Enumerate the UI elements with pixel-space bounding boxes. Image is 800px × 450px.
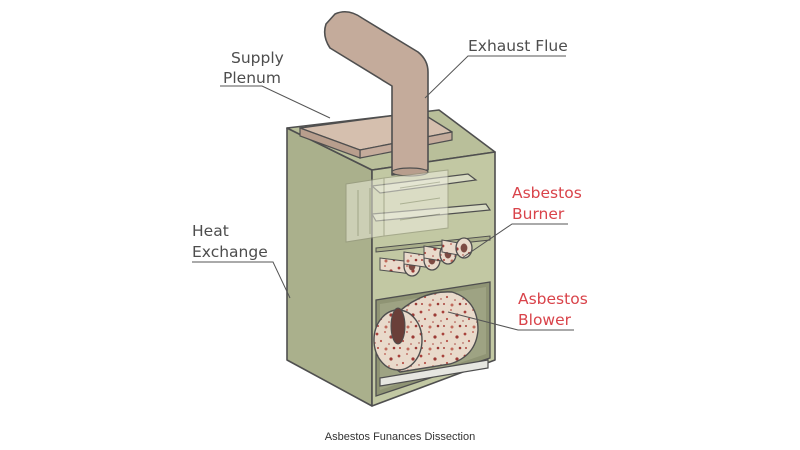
exhaust-flue [323,10,429,176]
asbestos-burner-label-line1: Asbestos [512,184,582,202]
exhaust-flue-leader [424,55,566,99]
asbestos-burner-label-line2: Burner [512,205,565,223]
asbestos-blower-label-line1: Asbestos [518,290,588,308]
figure-caption: Asbestos Funances Dissection [324,431,476,443]
heat-exchange-label-line2: Exchange [192,243,268,261]
asbestos-burner-leader [461,223,568,259]
burner-tube [441,237,473,259]
heat-exchange-label-line1: Heat [192,222,229,240]
exhaust-flue-label: Exhaust Flue [468,37,568,55]
heat-exchanger-ghost [345,169,449,243]
asbestos-blower [373,291,479,373]
supply-plenum-label-line2: Plenum [223,69,281,87]
heat-exchange-leader [192,261,291,299]
supply-plenum-leader [220,85,331,119]
asbestos-burner [379,237,473,277]
blower-base-slab [379,359,489,387]
asbestos-blower-label-line2: Blower [518,311,572,329]
supply-plenum-label-line1: Supply [231,49,284,67]
blower-intake [390,307,406,345]
cabinet-side [286,127,373,407]
asbestos-blower-leader [447,311,574,331]
